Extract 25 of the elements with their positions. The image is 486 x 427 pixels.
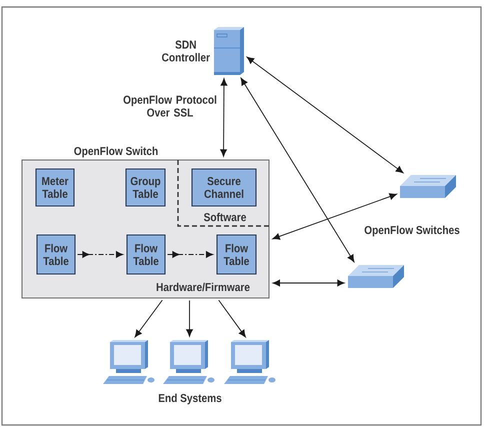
table-box: Flow Table bbox=[36, 234, 76, 275]
table-box: Secure Channel bbox=[191, 168, 257, 207]
table-box: Meter Table bbox=[35, 168, 75, 207]
arrow bbox=[167, 251, 214, 258]
table-box: Flow Table bbox=[126, 234, 166, 275]
computer-picture bbox=[224, 340, 276, 384]
switch-picture bbox=[348, 265, 404, 288]
switch-picture bbox=[400, 175, 456, 198]
double-headed-arrow bbox=[240, 78, 354, 262]
arrow bbox=[77, 251, 124, 258]
caption: End Systems bbox=[158, 394, 222, 404]
arrow bbox=[218, 300, 246, 338]
computer-picture bbox=[103, 340, 154, 384]
computer-picture bbox=[163, 340, 214, 384]
arrow bbox=[186, 300, 193, 337]
node-label: SDN Controller bbox=[162, 40, 210, 62]
table-box: Group Table bbox=[125, 168, 166, 207]
double-headed-arrow bbox=[246, 56, 404, 174]
caption: OpenFlow Switches bbox=[364, 226, 460, 236]
double-headed-arrow bbox=[272, 280, 345, 286]
edge-label: OpenFlow Protocol Over SSL bbox=[124, 95, 216, 117]
table-box: Flow Table bbox=[216, 234, 257, 275]
double-headed-arrow bbox=[220, 78, 228, 157]
double-headed-arrow bbox=[272, 193, 397, 240]
arrow bbox=[134, 300, 163, 338]
